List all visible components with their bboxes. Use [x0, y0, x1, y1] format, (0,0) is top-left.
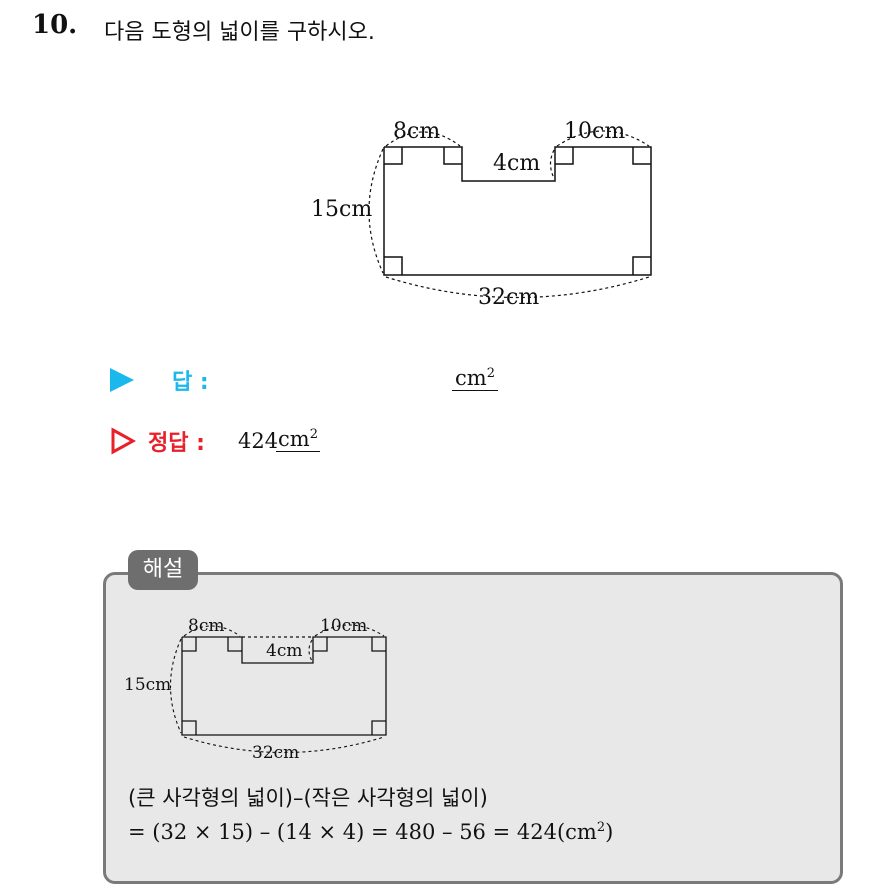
outline-triangle-icon: [111, 427, 136, 455]
right-angle-marker: [632, 147, 651, 165]
answer-row: 답 : cm2: [110, 364, 610, 396]
label-top-left-width: 8cm: [393, 119, 440, 144]
dim-arc-left: [368, 148, 384, 274]
correct-answer-unit: cm: [278, 427, 310, 451]
right-angle-marker: [555, 147, 574, 165]
label-bottom-width: 32cm: [478, 285, 539, 310]
answer-label: 답 :: [172, 370, 209, 395]
solution-line-2: = (32 × 15) – (14 × 4) = 480 – 56 = 424(…: [128, 820, 613, 844]
correct-answer-row: 정답 : 424 cm2: [110, 425, 610, 459]
label-height: 15cm: [311, 197, 372, 222]
solution-line-2-suffix: ): [605, 820, 614, 844]
label-notch-depth: 4cm: [493, 151, 540, 176]
right-angle-marker: [384, 147, 403, 165]
solution-tag: 해설: [128, 550, 198, 590]
dim-arc-top-left: [385, 131, 461, 147]
solution-line-2-unit: cm: [565, 820, 597, 844]
correct-answer-unit-wrap: cm2: [276, 427, 320, 452]
main-figure-outline: [383, 146, 652, 276]
dim-arc-top-right: [556, 130, 650, 147]
correct-answer-label: 정답 :: [148, 431, 205, 456]
right-angle-marker: [632, 256, 651, 275]
solution-line-2-prefix: = (32 × 15) – (14 × 4) = 480 – 56 = 424(: [128, 820, 566, 844]
answer-unit-exponent: 2: [486, 366, 495, 381]
play-triangle-icon: [110, 368, 134, 392]
right-angle-marker: [384, 256, 403, 275]
solution-line-2-exponent: 2: [596, 820, 606, 835]
dimension-arcs: [368, 130, 650, 299]
main-figure-shape: [383, 146, 652, 276]
correct-answer-unit-exponent: 2: [309, 427, 318, 442]
dim-arc-notch: [549, 149, 555, 179]
answer-blank[interactable]: cm2: [452, 366, 498, 391]
label-top-right-width: 10cm: [564, 119, 625, 144]
right-angle-marker: [443, 147, 462, 165]
question-number: 10.: [32, 10, 78, 40]
solution-line-1: (큰 사각형의 넓이)–(작은 사각형의 넓이): [128, 786, 488, 810]
correct-answer-value: 424: [238, 429, 279, 453]
question-text: 다음 도형의 넓이를 구하시오.: [104, 20, 375, 45]
dim-arc-bottom: [385, 276, 650, 299]
answer-unit: cm: [455, 366, 487, 390]
